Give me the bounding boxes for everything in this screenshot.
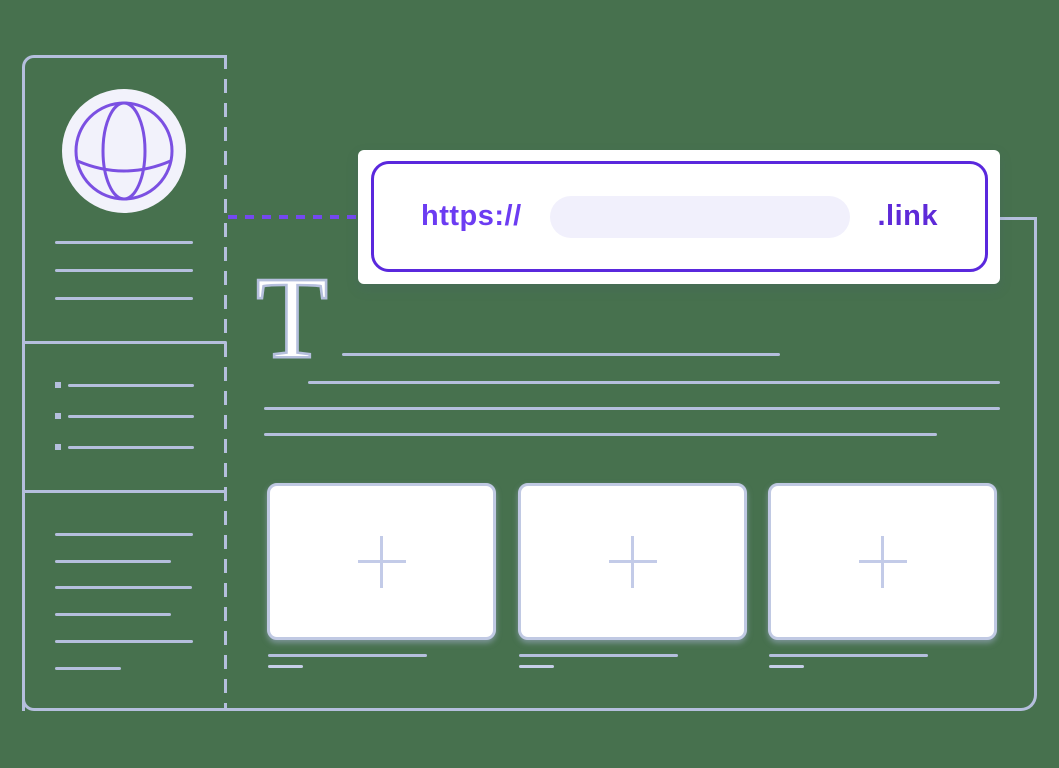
drop-cap-glyph: T [256, 274, 328, 366]
browser-url-bar: https:// .link [358, 150, 1000, 284]
url-bar-border: https:// .link [371, 161, 988, 272]
sidebar-text-line [55, 533, 193, 536]
globe-icon [74, 101, 174, 201]
body-text-line [308, 381, 1000, 384]
sidebar-text-line [55, 667, 121, 670]
domain-name-input[interactable] [549, 195, 850, 238]
sidebar-bullet-line [68, 446, 194, 449]
site-logo-badge [62, 89, 186, 213]
plus-icon [858, 535, 907, 588]
media-placeholder-card[interactable] [267, 483, 496, 640]
tld-label: .link [877, 200, 938, 232]
sidebar-text-line [55, 613, 171, 616]
text-drop-cap: T [255, 274, 330, 366]
sidebar-nav-line [55, 297, 193, 300]
sidebar-text-line [55, 560, 171, 563]
sidebar-nav-line [55, 241, 193, 244]
plus-icon [357, 535, 406, 588]
bullet-square [55, 444, 61, 450]
sidebar-text-line [55, 586, 192, 589]
media-placeholder-card[interactable] [518, 483, 747, 640]
sidebar-panel [22, 55, 227, 711]
sidebar-text-line [55, 640, 193, 643]
bullet-square [55, 413, 61, 419]
plus-icon [608, 535, 657, 588]
sidebar-nav-line [55, 269, 193, 272]
heading-line [342, 353, 780, 356]
card-caption-line-short [268, 665, 303, 668]
card-caption-line-short [769, 665, 804, 668]
card-caption-line [519, 654, 678, 657]
sidebar-bullet-line [68, 384, 194, 387]
card-caption-line [268, 654, 427, 657]
url-connector-dashes [228, 215, 360, 219]
bullet-square [55, 382, 61, 388]
sidebar-bullet-line [68, 415, 194, 418]
sidebar-divider [22, 341, 227, 344]
card-caption-line [769, 654, 928, 657]
sidebar-divider [22, 490, 227, 493]
sidebar-dashed-divider [224, 55, 227, 711]
frame-top-right-segment [995, 217, 1037, 220]
card-caption-line-short [519, 665, 554, 668]
media-placeholder-card[interactable] [768, 483, 997, 640]
body-text-line [264, 407, 1000, 410]
url-protocol-label: https:// [421, 200, 522, 232]
body-text-line [264, 433, 937, 436]
